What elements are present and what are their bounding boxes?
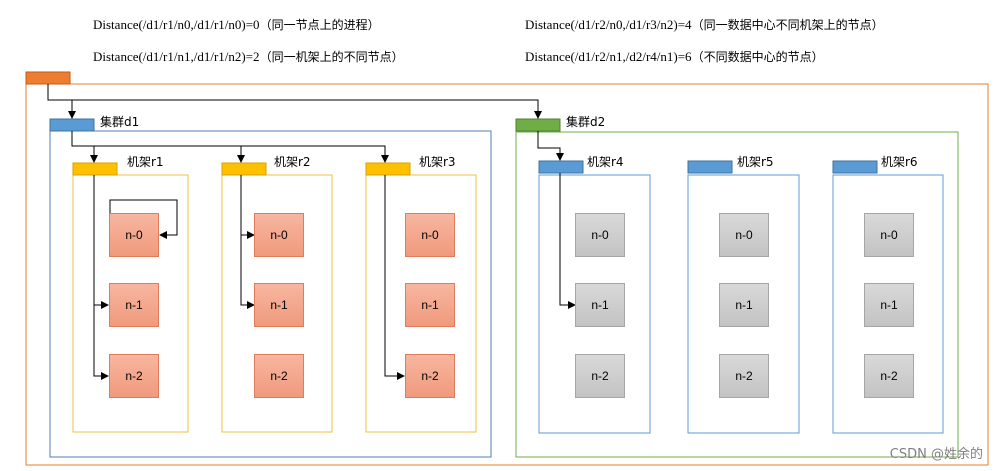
arrow-r4-to-n1 [559,173,576,309]
rack-r5-tab [687,160,733,174]
rack-r6-frame [832,174,944,434]
formula-2: Distance(/d1/r1/n1,/d1/r1/n2)=2（同一机架上的不同… [93,48,404,65]
node-r5-n2: n-2 [719,354,769,398]
rack-r1-label: 机架r1 [127,155,164,169]
node-r6-n1: n-1 [864,283,914,327]
node-r2-n1: n-1 [254,283,304,327]
cluster-d1-label: 集群d1 [100,115,140,129]
node-r4-n1: n-1 [575,283,625,327]
node-r2-n0: n-0 [254,213,304,257]
node-r4-n2: n-2 [575,354,625,398]
node-r4-n0: n-0 [575,213,625,257]
arrow-r2-to-n1 [240,235,255,309]
rack-r4-label: 机架r4 [587,155,624,169]
rack-r4-frame [538,174,651,434]
formula-3: Distance(/d1/r2/n0,/d1/r3/n2)=4（同一数据中心不同… [525,16,884,33]
node-r2-n2: n-2 [254,354,304,398]
arrow-root-to-d2 [72,99,542,119]
arrow-d1-to-r2 [94,145,245,163]
rack-r6-tab [832,160,878,174]
cluster-d2-frame [515,131,959,458]
formula-2-note: （同一机架上的不同节点） [259,50,404,64]
rack-r3-label: 机架r3 [419,155,456,169]
arrow-root-to-d1 [47,84,76,119]
cluster-d2-tab [515,118,561,132]
arrow-d1-to-r3 [241,145,389,163]
formula-1: Distance(/d1/r1/n0,/d1/r1/n0)=0（同一节点上的进程… [93,16,380,33]
rack-r3-frame [365,174,477,433]
node-r3-n2: n-2 [405,354,455,398]
node-r1-n0: n-0 [109,213,159,257]
node-r5-n1: n-1 [719,283,769,327]
arrow-d2-to-r4 [537,131,564,161]
rack-r3-tab [365,162,411,176]
formula-3-note: （同一数据中心不同机架上的节点） [691,18,884,32]
rack-r5-label: 机架r5 [737,155,774,169]
rack-r6-label: 机架r6 [881,155,918,169]
formula-4-note: （不同数据中心的节点） [691,50,824,64]
rack-r1-tab [72,162,118,176]
rack-r5-frame [687,174,800,434]
rack-r1-frame [72,174,189,433]
root-tab [25,71,71,85]
formula-3-expr: Distance(/d1/r2/n0,/d1/r3/n2)=4 [525,17,692,32]
rack-r2-label: 机架r2 [274,155,311,169]
node-r6-n0: n-0 [864,213,914,257]
cluster-d2-label: 集群d2 [566,115,606,129]
node-r5-n0: n-0 [719,213,769,257]
rack-r4-tab [538,160,584,174]
rack-r2-frame [221,174,333,433]
node-r3-n0: n-0 [405,213,455,257]
formula-4-expr: Distance(/d1/r2/n1,/d2/r4/n1)=6 [525,49,692,64]
formula-1-expr: Distance(/d1/r1/n0,/d1/r1/n0)=0 [93,17,260,32]
node-r1-n1: n-1 [109,283,159,327]
arrow-r3-to-n2 [384,175,405,380]
watermark: CSDN @姓余的 [889,447,983,462]
node-r3-n1: n-1 [405,283,455,327]
arrow-d1-to-r1 [71,131,98,163]
cluster-d1-tab [49,118,95,132]
arrow-n0-self-loop [109,199,178,239]
node-r1-n2: n-2 [109,354,159,398]
rack-r2-tab [221,162,267,176]
formula-2-expr: Distance(/d1/r1/n1,/d1/r1/n2)=2 [93,49,260,64]
node-r6-n2: n-2 [864,354,914,398]
formula-4: Distance(/d1/r2/n1,/d2/r4/n1)=6（不同数据中心的节… [525,48,824,65]
cluster-d1-frame [49,130,492,458]
root-frame [25,83,989,466]
arrow-r2-to-n0 [240,175,255,239]
formula-1-note: （同一节点上的进程） [259,18,380,32]
arrow-r1-to-n2 [93,305,109,380]
arrow-r1-to-n1 [93,175,109,309]
